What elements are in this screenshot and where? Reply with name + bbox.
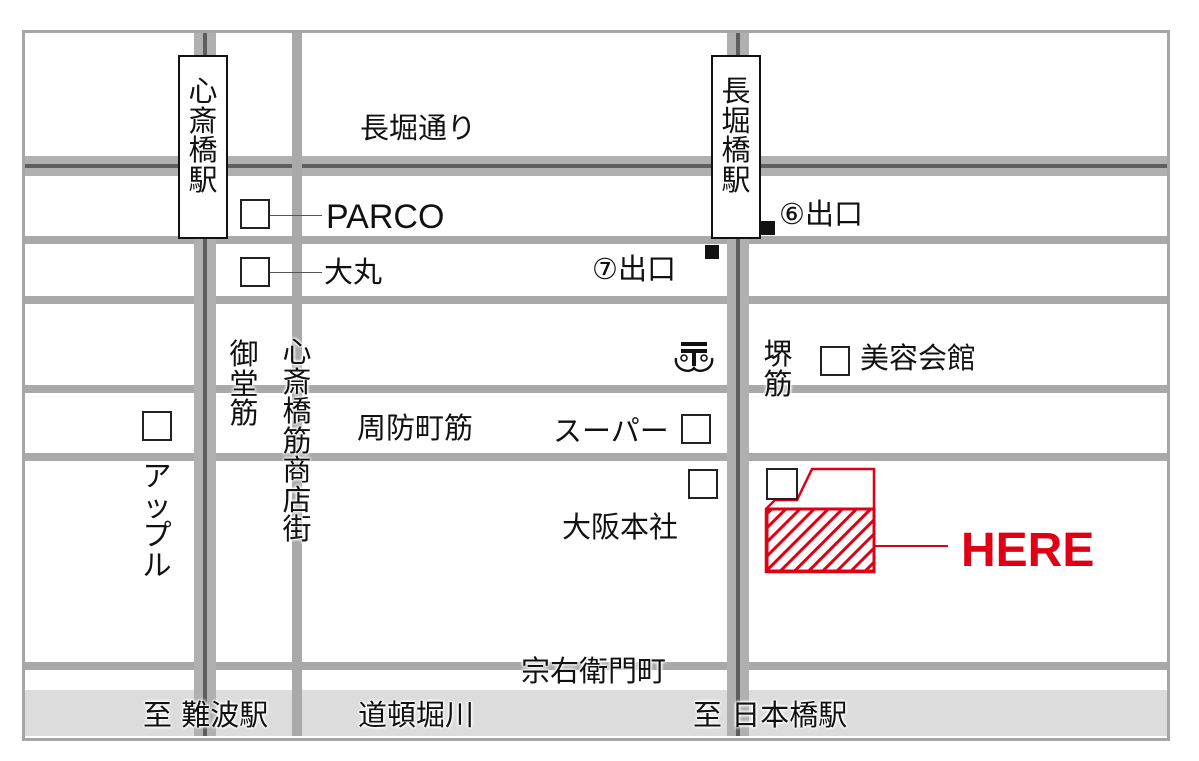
bank-icon — [672, 340, 716, 376]
landmark-label-biyou-kaikan: 美容会館 — [860, 341, 977, 375]
landmark-label-apple: アップル — [142, 459, 172, 582]
map-frame — [22, 30, 1170, 741]
landmark-label-parco: PARCO — [326, 198, 445, 236]
station-label: 長堀橋駅 — [721, 74, 751, 197]
road-centerline — [25, 164, 1167, 168]
building-osaka-honsha[interactable] — [688, 469, 718, 499]
building-apple[interactable] — [142, 411, 172, 441]
building-parco[interactable] — [240, 199, 270, 229]
street-label-soemoncho: 宗右衛門町 — [521, 654, 667, 688]
station-shinsaibashi[interactable]: 心斎橋駅 — [178, 55, 228, 239]
exit-6-label: ⑥出口 — [779, 197, 863, 231]
road-h-300 — [25, 296, 1167, 304]
building-super[interactable] — [681, 414, 711, 444]
here-label: HERE — [961, 524, 1095, 577]
direction-to-namba: 至 難波駅 — [143, 698, 269, 732]
road-nagahori-dori — [25, 156, 1167, 176]
road-h-240 — [25, 236, 1167, 244]
building-daimaru[interactable] — [240, 257, 270, 287]
building-adjacent[interactable] — [766, 468, 798, 500]
destination-building[interactable] — [760, 462, 960, 582]
leader-line — [270, 272, 322, 273]
road-centerline — [203, 33, 207, 736]
landmark-label-daimaru: 大丸 — [324, 255, 383, 289]
exit-7-label: ⑦出口 — [592, 252, 676, 286]
station-nagahoribashi[interactable]: 長堀橋駅 — [711, 55, 761, 239]
exit-6-marker — [761, 221, 775, 235]
direction-to-nipponbashi: 至 日本橋駅 — [693, 698, 848, 732]
street-label-shinsaibashisuji: 心斎橋筋商店街 — [282, 335, 312, 547]
road-centerline — [736, 33, 740, 736]
road-soemoncho — [25, 662, 1167, 670]
landmark-label-osaka-honsha: 大阪本社 — [562, 510, 679, 544]
leader-line — [270, 215, 322, 216]
street-label-suomachisuji: 周防町筋 — [357, 411, 474, 445]
street-label-sakaisuji: 堺筋 — [763, 337, 793, 401]
street-label-midosuji: 御堂筋 — [229, 337, 259, 431]
building-biyou-kaikan[interactable] — [820, 346, 850, 376]
exit-7-marker — [705, 245, 719, 259]
station-label: 心斎橋駅 — [188, 74, 218, 197]
canal-label-dotonborigawa: 道頓堀川 — [358, 698, 475, 732]
street-label-nagahori-dori: 長堀通り — [360, 111, 477, 145]
road-suomachisuji-south — [25, 453, 1167, 461]
road-shinsaibashisuji — [292, 33, 302, 736]
road-suomachisuji-north — [25, 385, 1167, 393]
landmark-label-super: スーパー — [553, 414, 669, 448]
